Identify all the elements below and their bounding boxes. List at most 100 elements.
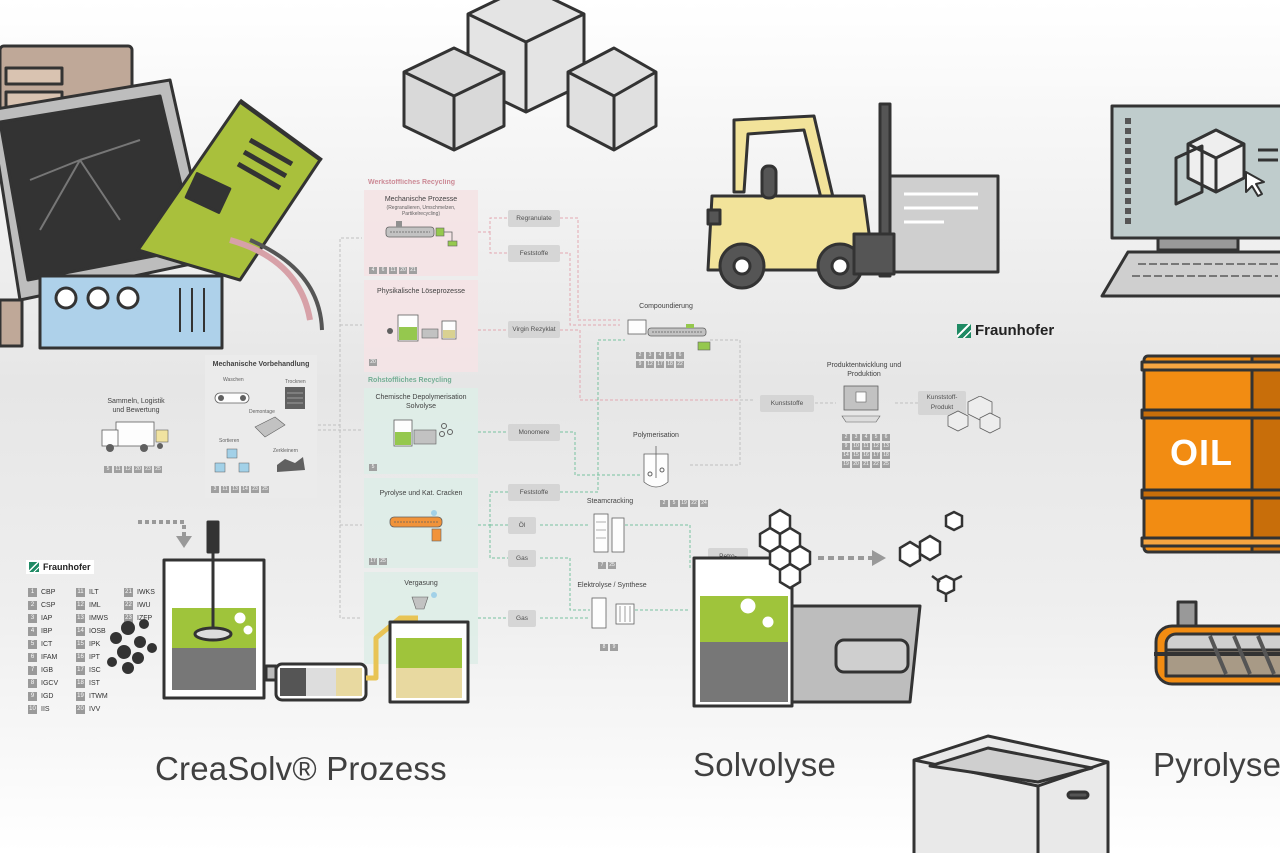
steamcracker-icon [593, 513, 625, 553]
electrolysis-icon [591, 597, 635, 629]
ewaste-pile-illustration [0, 44, 324, 350]
poly-nums: 2 5 19 22 24 [660, 500, 708, 507]
elektro-nums: 8 9 [600, 644, 618, 651]
extruder-icon [385, 220, 458, 247]
pill-gas-1: Gas [508, 550, 536, 567]
pill-feststoffe-2: Feststoffe [508, 484, 560, 501]
compoundierung-title: Compoundierung [639, 303, 693, 310]
vorbehandlung-box: Mechanische Vorbehandlung Waschen Trockn… [205, 355, 317, 498]
vergasung-title: Vergasung [404, 580, 438, 587]
fraunhofer-logo-left: Fraunhofer [26, 560, 94, 574]
creasolv-process-illustration [107, 520, 470, 704]
gasifier-icon [411, 591, 437, 610]
granulate-cubes-illustration [402, 0, 658, 152]
polymer-reactor-icon [643, 446, 669, 488]
fraunhofer-logo-left-text: Fraunhofer [43, 562, 91, 572]
forklift-illustration [706, 102, 1000, 290]
mech-prozesse-subtitle: (Regranulieren, Umschmelzen, Partikelrec… [386, 204, 456, 217]
pyrolyse-cracken-title: Pyrolyse und Kat. Cracken [379, 490, 463, 497]
compounder-icon [627, 319, 711, 351]
mech-prozesse-box: Mechanische Prozesse (Regranulieren, Ums… [364, 190, 478, 276]
produktentwicklung-title: Produktentwicklung und Produktion [826, 362, 902, 378]
compound-nums: 2 3 4 5 6 9 12 17 18 22 [636, 352, 686, 368]
chem-depoly-title: Chemische Depolymerisation Solvolyse [375, 394, 467, 410]
chem-depoly-nums: 5 [369, 464, 377, 471]
sammeln-title: Sammeln, Logistik und Bewertung [107, 398, 165, 414]
steamcracking-title: Steamcracking [586, 498, 634, 505]
polymerisation-title: Polymerisation [633, 432, 679, 439]
vorbehandlung-icons [214, 387, 305, 473]
trocknen-label: Trocknen [285, 379, 306, 385]
produkt-nums: 2 3 4 5 6 9 10 11 12 13 14 15 16 17 18 1… [842, 434, 890, 468]
zerkleinern-label: Zerkleinern [273, 448, 299, 454]
pyrolyse-cracken-nums: 17 25 [369, 558, 387, 565]
pill-kunststoffe: Kunststoffe [760, 395, 814, 412]
pyrolysis-reactor-icon [389, 509, 443, 542]
sammeln-nums: 5 11 12 20 23 25 [104, 466, 162, 473]
product-cubes-icon [947, 396, 1001, 434]
mech-prozesse-nums: 4 6 11 20 21 [369, 267, 417, 274]
vorbehandlung-title: Mechanische Vorbehandlung [212, 361, 310, 368]
pill-gas-2: Gas [508, 610, 536, 627]
werkstoff-title: Werkstoffliches Recycling [368, 179, 456, 186]
sortieren-label: Sortieren [219, 438, 240, 444]
solvent-process-icon [387, 314, 457, 342]
creasolv-label: CreaSolv® Prozess [155, 750, 447, 787]
fraunhofer-mark-icon [957, 323, 971, 338]
phys-loese-box: Physikalische Löseprozesse 20 [364, 280, 478, 372]
fraunhofer-logo-text: Fraunhofer [975, 322, 1055, 339]
rohstoff-title: Rohstoffliches Recycling [368, 377, 452, 384]
phys-loese-title: Physikalische Löseprozesse [377, 288, 465, 295]
phys-loese-nums: 20 [369, 359, 377, 366]
solvolyse-label: Solvolyse [693, 746, 837, 783]
fraunhofer-mark-small-icon [29, 562, 39, 572]
oil-barrel-illustration [1140, 354, 1280, 554]
pill-oel: Öl [508, 517, 536, 534]
vorbehandlung-nums: 3 11 13 14 23 25 [211, 486, 269, 493]
cad-workstation-icon [841, 385, 881, 423]
elektrolyse-title: Elektrolyse / Synthese [577, 582, 647, 589]
mech-prozesse-title: Mechanische Prozesse [384, 196, 458, 203]
computer-cad-illustration [1100, 104, 1280, 298]
pill-monomere: Monomere [508, 424, 560, 441]
pyrolyse-cracken-box: Pyrolyse und Kat. Cracken 17 25 [364, 478, 478, 568]
truck-forklift-icon [101, 421, 169, 452]
pill-virgin-rezyklat: Virgin Rezyklat [508, 321, 560, 338]
fraunhofer-logo-top: Fraunhofer [957, 322, 1054, 339]
plastic-box-illustration [912, 734, 1110, 853]
steam-nums: 7 25 [598, 562, 616, 569]
oil-label: OIL [1170, 432, 1233, 473]
pyrolysis-reactor-illustration [1154, 600, 1280, 686]
waschen-label: Waschen [223, 377, 244, 383]
solvolyse-illustration [692, 508, 964, 708]
demontage-label: Demontage [249, 409, 275, 415]
pill-regranulate: Regranulate [508, 210, 560, 227]
